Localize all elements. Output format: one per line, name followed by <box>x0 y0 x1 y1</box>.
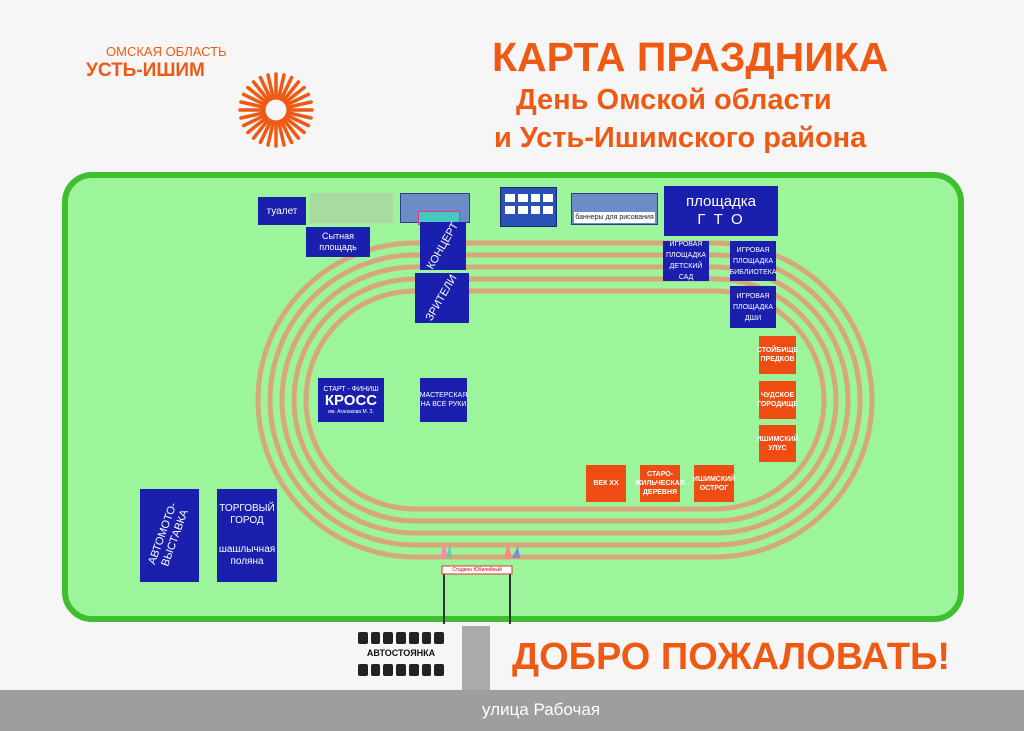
zone-ostrog[interactable]: ИШИМСКИЙ ОСТРОГ <box>693 465 735 502</box>
logo-region: ОМСКАЯ ОБЛАСТЬ <box>106 44 227 59</box>
zone-gto[interactable]: площадка Г Т О <box>664 186 778 236</box>
street-label: улица Рабочая <box>482 700 601 719</box>
zone-start-finish: СТАРТ - ФИНИШ <box>323 385 379 393</box>
page-subtitle-2: и Усть-Ишимского района <box>494 122 867 154</box>
road-entrance <box>462 626 490 696</box>
zone-ulus[interactable]: ИШИМСКИЙ УЛУС <box>756 425 799 462</box>
parking-label: АВТОСТОЯНКА <box>366 648 436 658</box>
zone-concert-label: КОНЦЕРТ <box>424 220 462 272</box>
school-building-icon <box>500 187 557 227</box>
zone-stoybishe[interactable]: СТОЙБИЩЕ ПРЕДКОВ <box>757 336 798 374</box>
zone-play-dshi[interactable]: ИГРОВАЯ ПЛОЩАДКА ДШИ <box>730 286 776 328</box>
zone-cross-name: им. Агалакова М. З. <box>328 408 374 415</box>
zone-play-library[interactable]: ИГРОВАЯ ПЛОЩАДКА БИБЛИОТЕКА <box>730 241 777 281</box>
zone-gorodishe[interactable]: ЧУДСКОЕ ГОРОДИЩЕ <box>757 381 798 419</box>
welcome-banner: ДОБРО ПОЖАЛОВАТЬ! <box>512 636 951 678</box>
zone-banners-label: баннеры для рисования <box>574 212 655 223</box>
zone-concert[interactable]: КОНЦЕРТ <box>420 220 466 272</box>
zone-gto-line2: Г Т О <box>697 211 745 228</box>
zone-trade-town-label: ТОРГОВЫЙ ГОРОД <box>219 503 275 527</box>
road-street <box>0 690 1024 731</box>
zone-spectators[interactable]: ЗРИТЕЛИ <box>415 273 469 323</box>
running-track <box>255 240 875 560</box>
zone-workshop[interactable]: МАСТЕРСКАЯ НА ВСЕ РУКИ <box>420 378 467 422</box>
zone-vek[interactable]: ВЕК XX <box>586 465 626 502</box>
zone-trade-town[interactable]: ТОРГОВЫЙ ГОРОД шашлычная поляна <box>217 489 277 582</box>
stadium-gate <box>440 542 520 624</box>
logo-town: УСТЬ-ИШИМ <box>86 60 205 81</box>
car-row-bottom <box>358 664 445 676</box>
page-title: КАРТА ПРАЗДНИКА <box>492 34 889 80</box>
zone-toilet[interactable]: туалет <box>258 197 306 225</box>
zone-derevnya[interactable]: СТАРО-ЖИЛЬЧЕСКАЯ ДЕРЕВНЯ <box>635 465 685 502</box>
parking-area[interactable]: АВТОСТОЯНКА <box>352 628 450 684</box>
zone-food-square[interactable]: Сытная площадь <box>306 227 370 257</box>
zone-spectators-label: ЗРИТЕЛИ <box>424 272 460 324</box>
car-row-top <box>358 632 445 644</box>
zone-shashlik-label: шашлычная поляна <box>218 543 276 567</box>
page-subtitle-1: День Омской области <box>516 84 832 116</box>
zone-play-kindergarten[interactable]: ИГРОВАЯ ПЛОЩАДКА ДЕТСКИЙ САД <box>663 241 709 281</box>
zone-banners[interactable]: баннеры для рисования <box>571 193 658 225</box>
zone-tent-green <box>310 193 393 223</box>
zone-cross-start[interactable]: СТАРТ - ФИНИШ КРОСС им. Агалакова М. З. <box>318 378 384 422</box>
zone-cross: КРОСС <box>324 391 378 409</box>
zone-auto-expo-label: АВТОМОТО-ВЫСТАВКА <box>146 500 191 568</box>
zone-auto-expo[interactable]: АВТОМОТО-ВЫСТАВКА <box>140 489 199 582</box>
logo: ОМСКАЯ ОБЛАСТЬ УСТЬ-ИШИМ <box>86 40 316 160</box>
zone-gto-line1: площадка <box>685 193 757 210</box>
sun-icon <box>238 72 314 148</box>
gate-sign: Стадион Юбилейный <box>452 567 502 573</box>
